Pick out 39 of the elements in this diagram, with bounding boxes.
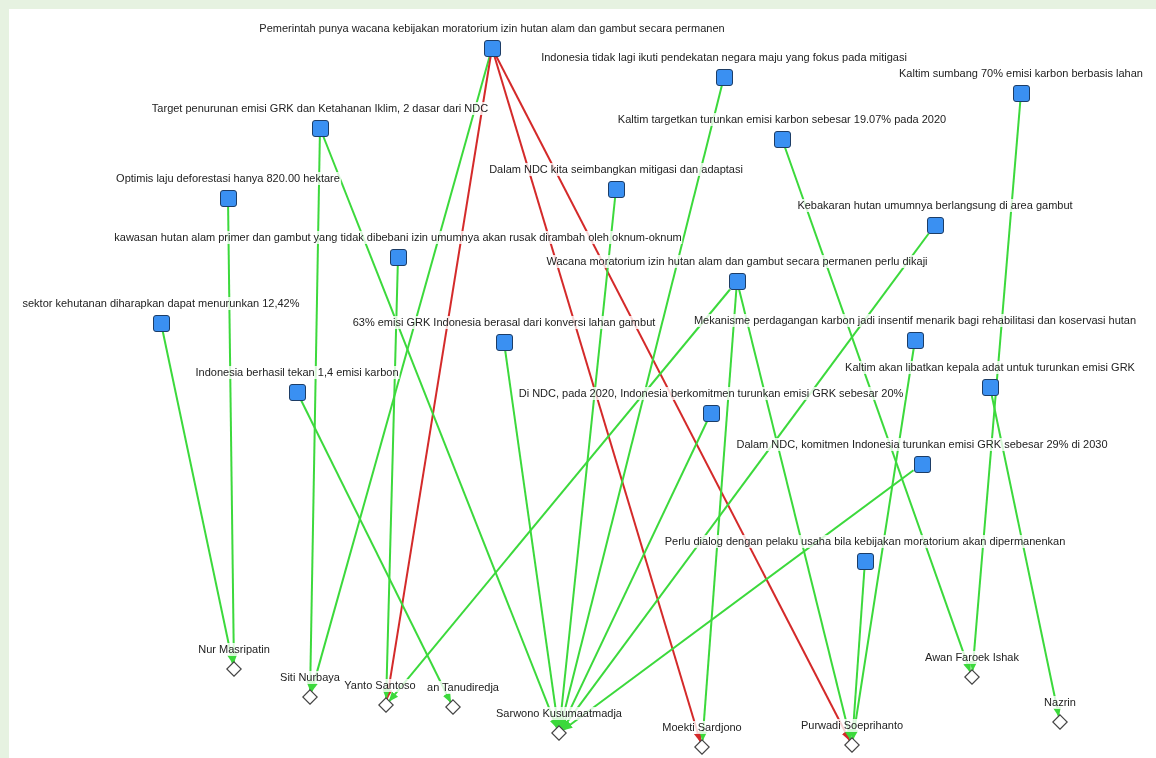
connector-line (306, 135, 321, 691)
connector-line (504, 349, 561, 728)
actor-name: Yanto Santoso (343, 679, 417, 692)
connector-line (849, 568, 866, 740)
connector-line (322, 135, 558, 729)
connector-line (382, 264, 399, 699)
actor-name: Nazrin (1043, 696, 1077, 709)
actor-name: Nur Masripatin (197, 643, 271, 656)
actor-diamond (694, 739, 710, 755)
actor-diamond (302, 689, 318, 705)
connector-line (495, 55, 851, 742)
connector-line (990, 394, 1061, 718)
actor-diamond (1052, 714, 1068, 730)
actor-diamond (844, 737, 860, 753)
connector-line (738, 288, 853, 741)
connector-line (227, 205, 238, 663)
connector-line (699, 288, 738, 742)
connector-line (384, 55, 492, 700)
actor-name: Siti Nurbaya (279, 671, 341, 684)
actor-name: Awan Faroek Ishak (924, 651, 1020, 664)
actor-diamond (964, 669, 980, 685)
connector-line (388, 288, 731, 703)
actor-name: Moekti Sardjono (661, 721, 743, 734)
actor-name: Purwadi Soeprihanto (799, 719, 905, 732)
actor-diamond (551, 725, 567, 741)
connector-line (560, 420, 708, 730)
actor-diamond (378, 697, 394, 713)
actor-name: Sarwono Kusumaatmadja (495, 707, 623, 720)
actor-name: an Tanudiredja (426, 681, 500, 694)
connector-line (969, 100, 1022, 672)
connector-line (562, 469, 915, 731)
connector-line (300, 399, 452, 704)
connector-line (161, 330, 235, 665)
connector-line (561, 232, 930, 730)
connector-line (493, 55, 702, 743)
connector-line (310, 55, 491, 693)
actor-diamond (226, 661, 242, 677)
connector-line (556, 196, 617, 728)
actor-diamond (445, 699, 461, 715)
